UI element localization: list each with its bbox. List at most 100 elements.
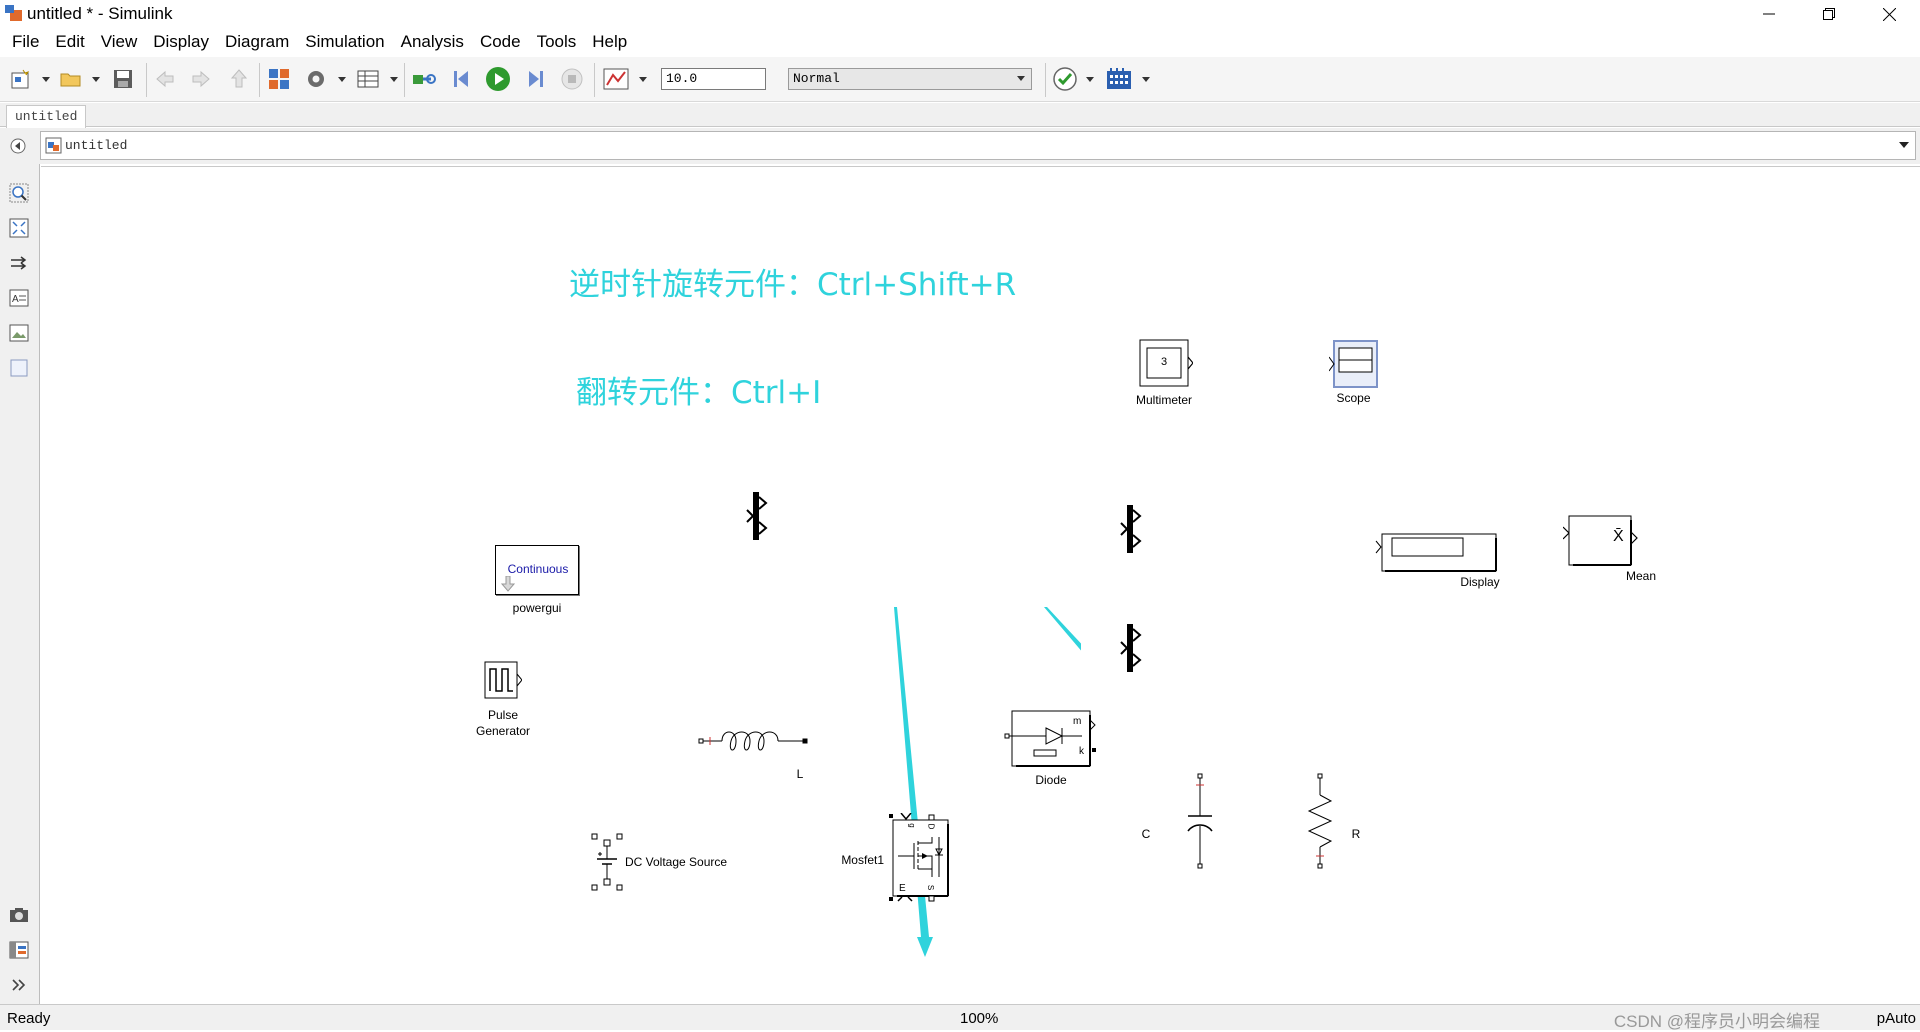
demux-block-3[interactable] (1118, 623, 1146, 675)
arrow-down-icon (501, 576, 515, 592)
save-button[interactable] (108, 64, 138, 94)
menu-diagram[interactable]: Diagram (225, 32, 290, 51)
diode-label[interactable]: Diode (1035, 773, 1067, 787)
chevron-down-icon[interactable] (1899, 142, 1909, 149)
step-forward-button[interactable] (520, 64, 550, 94)
dc-voltage-source-block[interactable] (591, 833, 625, 893)
screenshot-button[interactable] (8, 904, 30, 926)
menu-tools[interactable]: Tools (536, 32, 577, 51)
chevron-down-icon[interactable] (639, 77, 647, 83)
chevron-down-icon (1017, 76, 1025, 81)
diode-block[interactable]: m k (1004, 710, 1098, 768)
minimize-icon (1763, 13, 1775, 15)
annotation-button[interactable]: A (8, 287, 30, 309)
scope-label[interactable]: Scope (1336, 391, 1371, 405)
restore-button[interactable] (1800, 0, 1858, 28)
menu-code[interactable]: Code (479, 32, 521, 51)
scope-block[interactable] (1328, 340, 1379, 388)
demux-block-1[interactable] (744, 491, 772, 543)
menu-analysis[interactable]: Analysis (400, 32, 464, 51)
chevron-down-icon[interactable] (390, 77, 398, 83)
explorer-bar: untitled (0, 128, 1920, 164)
tab-untitled[interactable]: untitled (6, 105, 86, 128)
area-button[interactable] (8, 357, 30, 379)
menu-edit[interactable]: Edit (55, 32, 85, 51)
build-button[interactable] (1104, 64, 1134, 94)
mean-label[interactable]: Mean (1625, 569, 1657, 583)
rotate-shortcut-annotation[interactable]: 逆时针旋转元件：Ctrl+Shift+R (569, 267, 1017, 303)
pulse-generator-block[interactable] (484, 661, 523, 701)
multimeter-label[interactable]: Multimeter (1135, 393, 1192, 407)
chevron-down-icon[interactable] (92, 77, 100, 83)
resistor-block[interactable] (1305, 773, 1335, 869)
update-diagram-button[interactable] (409, 64, 439, 94)
step-back-button[interactable] (447, 64, 477, 94)
forward-button[interactable] (186, 64, 216, 94)
diode-port-k: k (1079, 746, 1084, 757)
menu-simulation[interactable]: Simulation (305, 32, 385, 51)
mosfet-block[interactable]: g D E S (888, 812, 952, 903)
chevron-down-icon[interactable] (1086, 77, 1094, 83)
open-button[interactable] (56, 64, 86, 94)
diode-block-icon (1004, 710, 1096, 767)
up-button[interactable] (224, 64, 254, 94)
menu-view[interactable]: View (100, 32, 138, 51)
image-button[interactable] (8, 322, 30, 344)
area-box-icon (10, 359, 28, 377)
display-block[interactable] (1375, 533, 1535, 573)
save-icon (114, 70, 132, 88)
chevron-down-icon[interactable] (1142, 77, 1150, 83)
powergui-block[interactable]: Continuous (495, 545, 579, 595)
text-annotation-icon: A (9, 289, 29, 307)
back-button[interactable] (150, 64, 180, 94)
mean-block[interactable]: X̄ (1562, 515, 1639, 567)
close-button[interactable] (1860, 0, 1918, 28)
model-advisor-button[interactable] (1050, 64, 1080, 94)
gear-icon (308, 71, 324, 87)
resistor-label[interactable]: R (1351, 827, 1361, 841)
dc-voltage-source-label[interactable]: DC Voltage Source (625, 855, 728, 869)
simulation-mode-select[interactable]: Normal (788, 68, 1032, 90)
mosfet-label[interactable]: Mosfet1 (841, 853, 884, 867)
svg-text:A: A (12, 294, 19, 305)
breadcrumb[interactable]: untitled (40, 131, 1916, 160)
arrow-right-icon (192, 70, 210, 88)
hide-explorer-icon[interactable] (9, 137, 27, 155)
capacitor-block[interactable] (1185, 773, 1215, 869)
chevron-down-icon[interactable] (42, 77, 50, 83)
signal-line-button[interactable] (8, 252, 30, 274)
pulse-wave-icon (484, 661, 523, 699)
stop-time-input[interactable]: 10.0 (661, 68, 766, 90)
stop-button[interactable] (557, 64, 587, 94)
flip-shortcut-annotation[interactable]: 翻转元件：Ctrl+I (576, 375, 822, 411)
capacitor-label[interactable]: C (1141, 827, 1151, 841)
watermark: CSDN @程序员小明会编程 (1613, 1012, 1820, 1031)
model-explorer-button[interactable] (353, 64, 383, 94)
menu-display[interactable]: Display (153, 32, 209, 51)
model-settings-button[interactable] (301, 64, 331, 94)
multimeter-block[interactable]: 3 (1139, 339, 1194, 387)
tool-palette: A (0, 164, 40, 1004)
menu-help[interactable]: Help (592, 32, 628, 51)
pulse-generator-label[interactable]: Pulse Generator (468, 707, 538, 739)
zoom-button[interactable] (8, 182, 30, 204)
demux-block-2[interactable] (1118, 504, 1146, 556)
minimize-button[interactable] (1740, 0, 1798, 28)
library-grid-icon (269, 69, 289, 89)
run-button[interactable] (483, 64, 513, 94)
menu-file[interactable]: File (12, 32, 40, 51)
model-canvas[interactable]: 逆时针旋转元件：Ctrl+Shift+R 翻转元件：Ctrl+I 3 Multi… (41, 166, 1920, 1004)
data-inspector-button[interactable] (601, 64, 631, 94)
step-back-icon (454, 71, 468, 87)
new-model-button[interactable] (6, 64, 36, 94)
double-chevron-right-icon (12, 979, 26, 991)
expand-palette-button[interactable] (8, 974, 30, 996)
library-browser-button[interactable] (264, 64, 294, 94)
inductor-block[interactable] (698, 725, 808, 755)
display-label[interactable]: Display (1460, 575, 1500, 589)
model-browser-button[interactable] (8, 939, 30, 961)
chevron-down-icon[interactable] (338, 77, 346, 83)
inductor-label[interactable]: L (796, 767, 804, 781)
fit-to-view-button[interactable] (8, 217, 30, 239)
powergui-label[interactable]: powergui (512, 601, 562, 615)
